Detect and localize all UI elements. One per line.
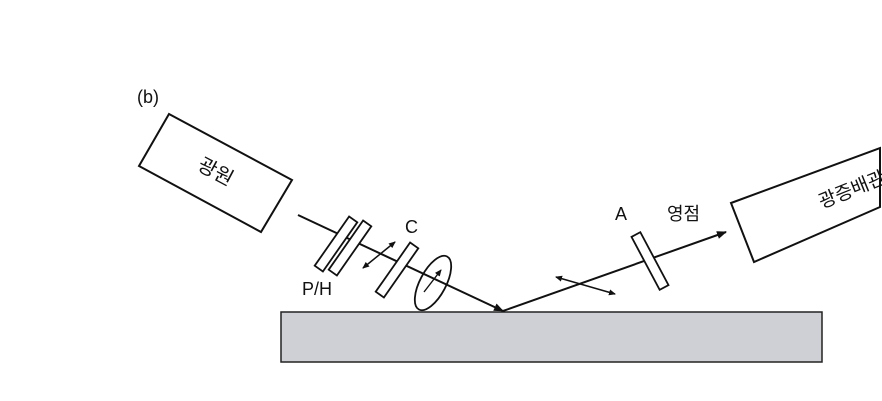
compensator-plate (374, 241, 420, 299)
photomultiplier-box: 광증배관 (729, 146, 882, 264)
substrate (280, 311, 823, 363)
reflected-beam (502, 231, 727, 312)
polarizer-label: P/H (302, 279, 332, 299)
analyzer-plate (630, 230, 670, 292)
linear-polarization-arrow (362, 241, 396, 269)
analyzer-label: A (615, 204, 627, 224)
polarizer-plates (313, 215, 373, 277)
light-source-box: 광원 (137, 112, 294, 234)
null-label: 영점 (667, 204, 700, 224)
panel-label: (b) (137, 87, 159, 107)
compensator-label: C (405, 217, 418, 237)
reflected-polarization-arrow (555, 275, 616, 296)
elliptical-polarization-icon (413, 254, 453, 312)
